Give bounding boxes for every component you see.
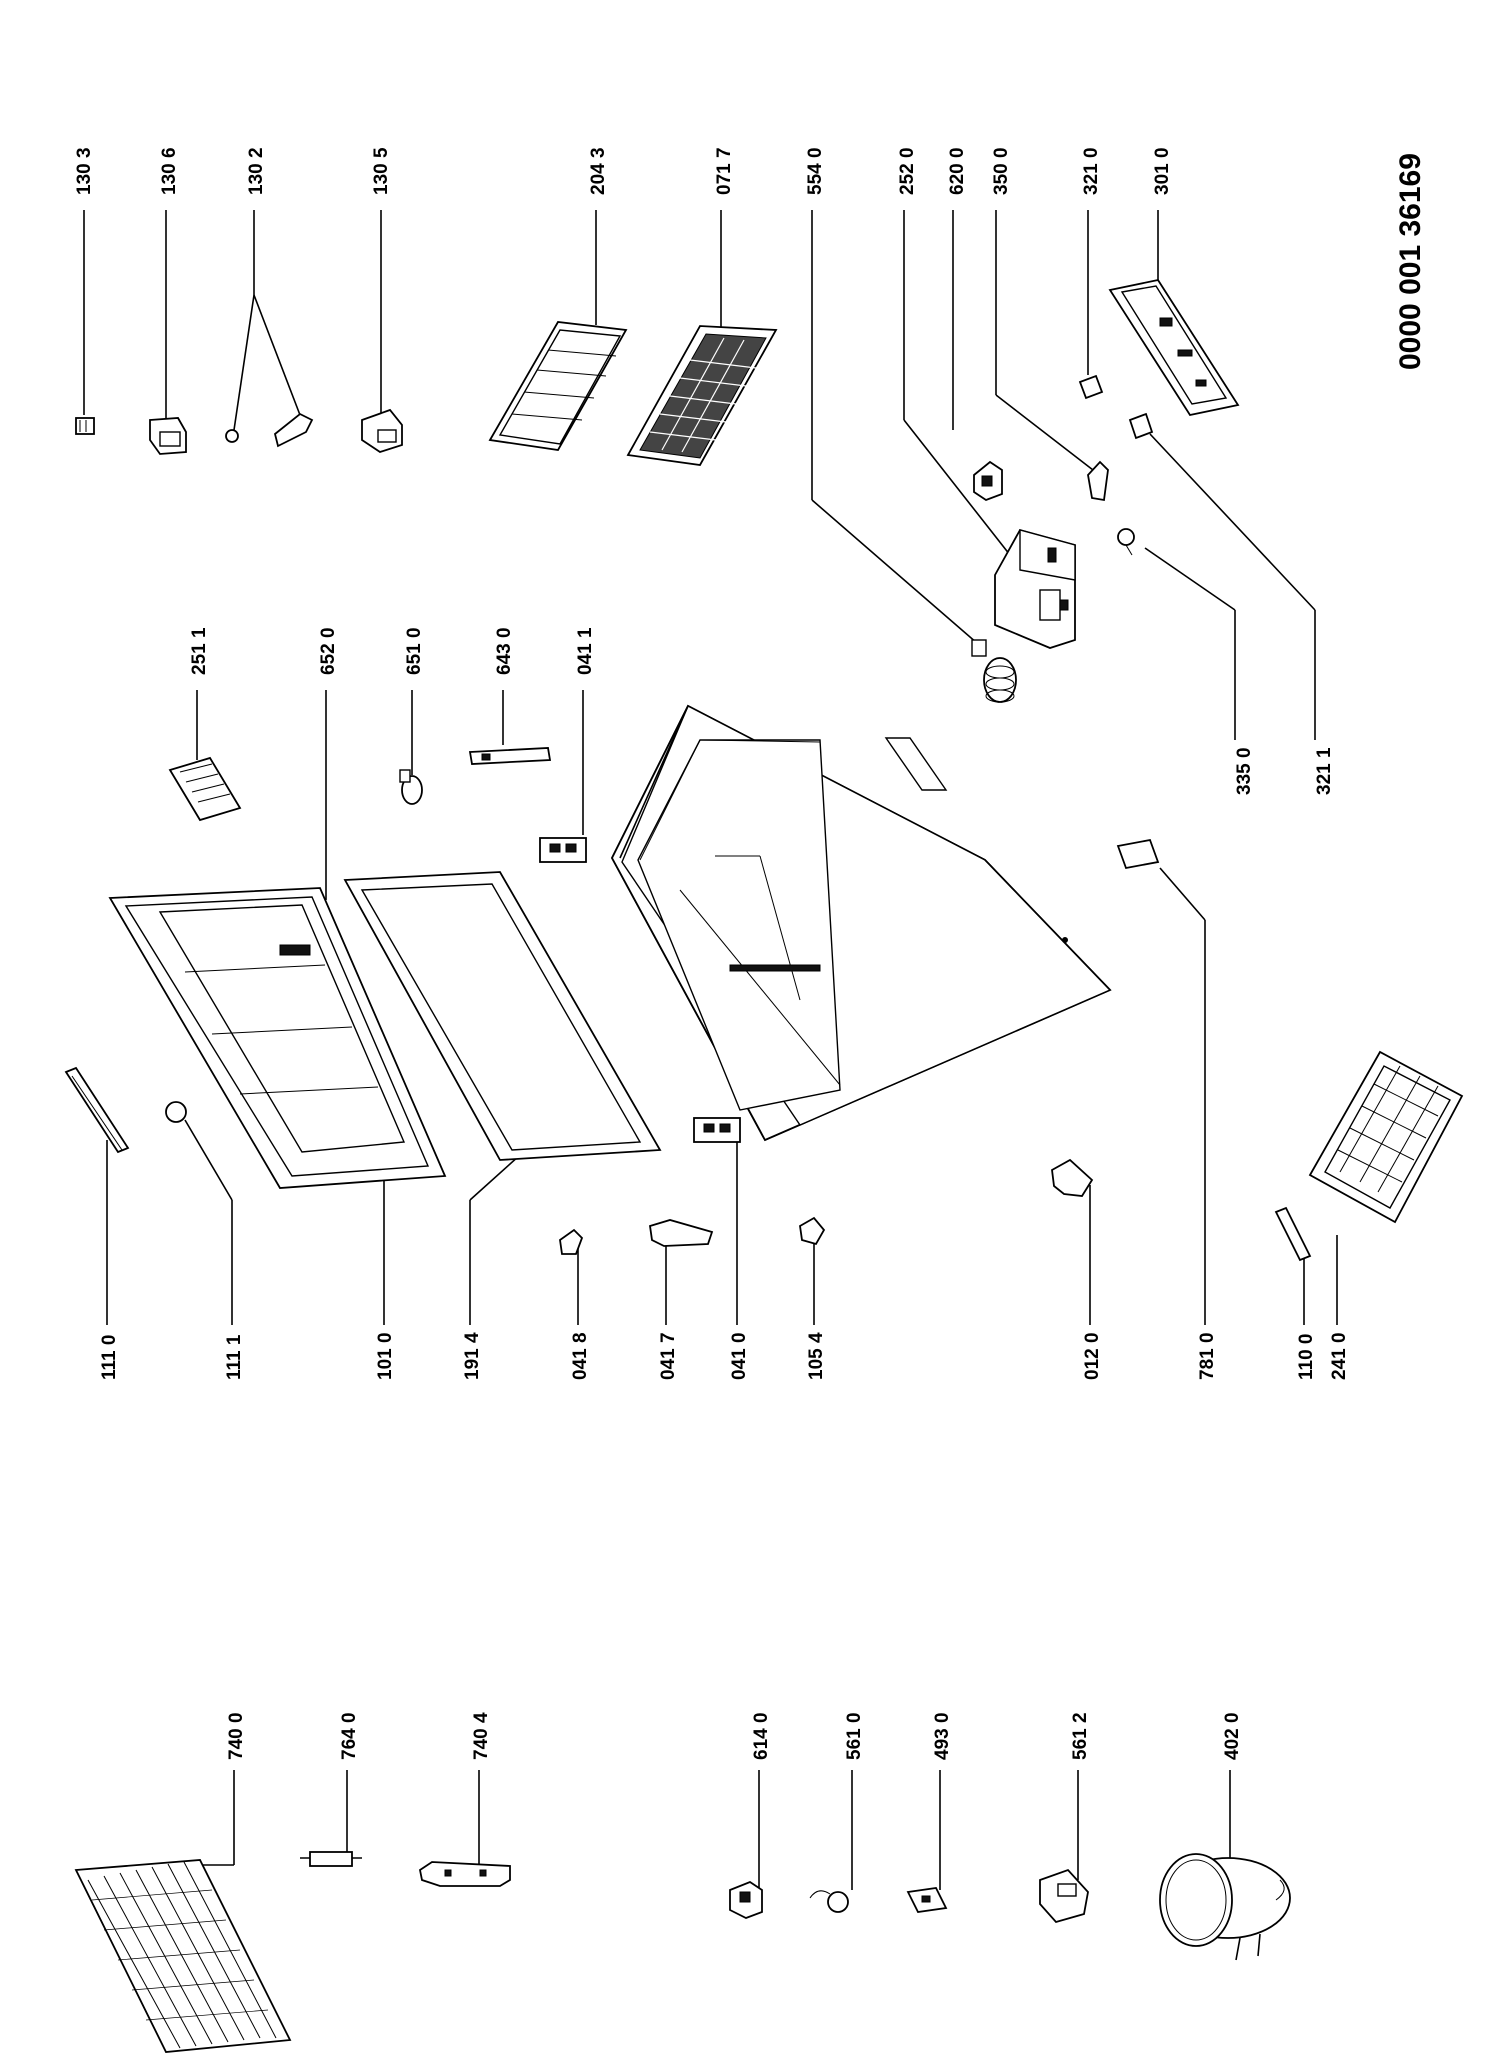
part-614-0-relay: [729, 1880, 763, 1919]
label-402-0: 402 0: [1222, 1712, 1243, 1760]
part-620-0-relay: [973, 460, 1003, 502]
label-651-0: 651 0: [404, 627, 425, 675]
part-130-3-hinge: [75, 417, 95, 435]
freezer-cabinet: [610, 704, 1112, 1142]
part-251-1-louvre: [168, 756, 242, 822]
part-111-0-handle: [64, 1066, 130, 1154]
part-321-0-tab: [1078, 374, 1104, 400]
label-554-0: 554 0: [805, 147, 826, 195]
part-350-0-clip: [1087, 460, 1109, 502]
label-012-0: 012 0: [1082, 1332, 1103, 1380]
part-130-5-hinge: [361, 408, 403, 453]
label-740-0: 740 0: [226, 1712, 247, 1760]
part-651-0-lamp: [399, 769, 423, 805]
label-252-0: 252 0: [897, 147, 918, 195]
label-111-1: 111 1: [224, 1334, 245, 1380]
part-781-0-foot: [1116, 838, 1160, 870]
part-071-7-grille: [626, 325, 778, 466]
part-321-1-tab: [1128, 412, 1154, 440]
label-241-0: 241 0: [1329, 1332, 1350, 1380]
part-740-4-bracket: [418, 1861, 511, 1887]
part-110-0-handle: [1274, 1206, 1312, 1262]
part-335-0-knob: [1117, 528, 1135, 556]
part-101-0-lid: [108, 887, 447, 1189]
label-130-5: 130 5: [371, 147, 392, 195]
leader-lines: [83, 210, 1338, 1890]
part-643-0-strip: [468, 747, 552, 765]
label-620-0: 620 0: [947, 147, 968, 195]
label-041-1: 041 1: [575, 627, 596, 675]
label-110-0: 110 0: [1296, 1334, 1317, 1381]
part-130-2-pieces: [225, 412, 314, 448]
label-251-1: 251 1: [189, 627, 210, 675]
label-130-6: 130 6: [159, 147, 180, 195]
document-code: 0000 001 36169: [1394, 153, 1427, 370]
part-130-6-hinge: [149, 417, 187, 455]
label-105-4: 105 4: [806, 1332, 827, 1380]
label-614-0: 614 0: [751, 1712, 772, 1760]
label-111-0: 111 0: [99, 1335, 120, 1380]
label-191-4: 191 4: [462, 1332, 483, 1380]
label-740-4: 740 4: [471, 1712, 492, 1760]
part-111-1-knob: [165, 1101, 187, 1123]
part-493-0-box: [906, 1887, 948, 1913]
part-012-0-bracket: [1051, 1158, 1094, 1197]
part-554-0-coil: [971, 639, 1017, 703]
label-204-3: 204 3: [588, 147, 609, 195]
label-041-8: 041 8: [570, 1332, 591, 1380]
label-321-1: 321 1: [1314, 747, 1335, 795]
part-191-4-gasket: [343, 871, 662, 1161]
label-130-2: 130 2: [246, 147, 267, 195]
part-301-0-control-panel: [1108, 278, 1240, 417]
part-041-7-bracket: [648, 1219, 714, 1247]
label-321-0: 321 0: [1081, 147, 1102, 195]
label-101-0: 101 0: [375, 1332, 396, 1380]
label-493-0: 493 0: [932, 1712, 953, 1760]
label-041-7: 041 7: [658, 1332, 679, 1380]
label-561-0: 561 0: [844, 1712, 865, 1760]
label-561-2: 561 2: [1070, 1712, 1091, 1760]
label-764-0: 764 0: [339, 1712, 360, 1760]
part-labels: 130 3 130 6 130 2 130 5 204 3 071 7 554 …: [74, 147, 1350, 1760]
label-041-0: 041 0: [729, 1332, 750, 1380]
label-071-7: 071 7: [714, 147, 735, 195]
part-402-0-compressor: [1159, 1853, 1291, 1961]
part-105-4-fitting: [799, 1216, 826, 1246]
part-561-0-connector: [809, 1890, 849, 1913]
label-350-0: 350 0: [991, 147, 1012, 195]
label-335-0: 335 0: [1234, 747, 1255, 795]
label-652-0: 652 0: [318, 627, 339, 675]
part-764-0-drier: [300, 1851, 362, 1867]
part-204-3-divider: [488, 321, 628, 451]
part-241-0-basket: [1308, 1050, 1464, 1224]
label-130-3: 130 3: [74, 147, 95, 195]
label-643-0: 643 0: [494, 627, 515, 675]
part-041-1-hinge: [539, 837, 587, 863]
part-740-0-condenser: [74, 1859, 292, 2053]
label-301-0: 301 0: [1152, 147, 1173, 195]
part-041-8-bracket: [559, 1228, 584, 1255]
part-041-0-hinge: [693, 1117, 741, 1143]
part-252-0-control-box: [994, 528, 1076, 649]
part-561-2-block: [1039, 1868, 1089, 1924]
label-781-0: 781 0: [1197, 1332, 1218, 1380]
